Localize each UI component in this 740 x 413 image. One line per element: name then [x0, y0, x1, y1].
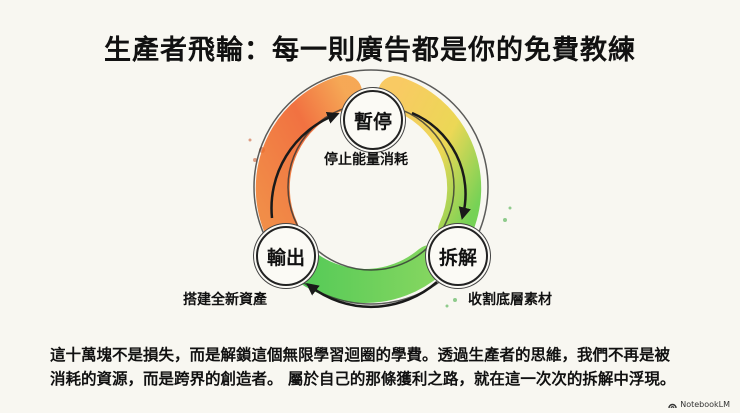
summary-paragraph: 這十萬塊不是損失，而是解鎖這個無限學習迴圈的學費。透過生產者的思維，我們不再是被…	[50, 343, 710, 391]
node-dismantle: 拆解	[428, 226, 488, 286]
arrow-dismantle-to-output	[306, 281, 438, 309]
arrow-output-to-pause	[270, 111, 340, 219]
arc-dismantle-to-output	[283, 245, 447, 303]
brand-watermark: NotebookLM	[668, 400, 730, 409]
caption-pause: 停止能量消耗	[324, 152, 408, 168]
summary-line-1: 這十萬塊不是損失，而是解鎖這個無限學習迴圈的學費。透過生產者的思維，我們不再是被	[50, 346, 671, 364]
caption-output: 搭建全新資產	[183, 292, 267, 308]
node-output: 輸出	[256, 226, 316, 286]
page-title: 生產者飛輪：每一則廣告都是你的免費教練	[104, 35, 636, 66]
brand-label: NotebookLM	[680, 400, 730, 409]
summary-line-2: 消耗的資源，而是跨界的創造者。 屬於自己的那條獲利之路，就在這一次次的拆解中浮現…	[50, 370, 676, 388]
notebooklm-icon	[668, 403, 677, 408]
caption-dismantle: 收割底層素材	[468, 292, 552, 308]
node-pause: 暫停	[343, 90, 403, 150]
arc-output-to-pause	[255, 75, 362, 247]
arrow-pause-to-dismantle	[411, 111, 471, 220]
